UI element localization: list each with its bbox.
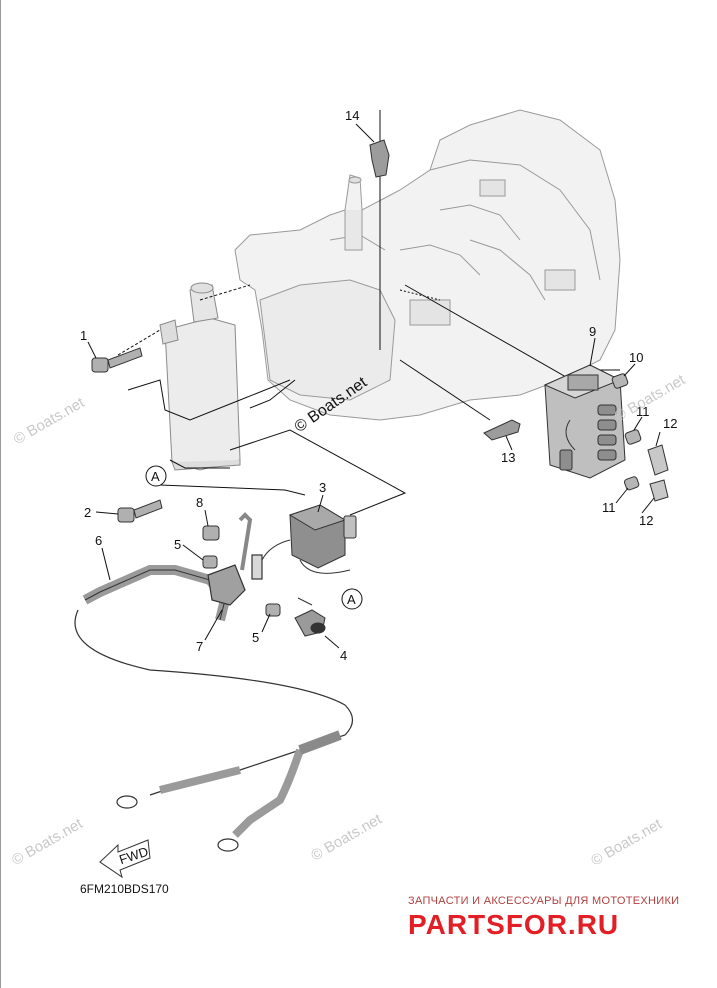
rectifier-regulator xyxy=(543,364,626,479)
fwd-arrow: FWD xyxy=(99,839,151,879)
svg-text:A: A xyxy=(151,469,160,484)
drawing-code: 6FM210BDS170 xyxy=(80,882,169,896)
callout-12a: 12 xyxy=(663,416,677,431)
promo-text: ЗАПЧАСТИ И АКСЕССУАРЫ ДЛЯ МОТОТЕХНИКИ xyxy=(408,895,679,907)
callout-5a: 5 xyxy=(174,537,181,552)
wire-clip-13 xyxy=(483,419,521,441)
svg-text:© Boats.net: © Boats.net xyxy=(9,815,86,869)
callout-leaders xyxy=(87,123,661,649)
callout-13: 13 xyxy=(501,450,515,465)
callout-1: 1 xyxy=(80,328,87,343)
battery-cable xyxy=(74,512,354,852)
callout-2: 2 xyxy=(84,505,91,520)
callout-12b: 12 xyxy=(639,513,653,528)
svg-text:A: A xyxy=(347,592,356,607)
svg-text:© Boats.net: © Boats.net xyxy=(308,810,385,864)
callout-3: 3 xyxy=(319,480,326,495)
callout-5b: 5 xyxy=(252,630,259,645)
callout-8: 8 xyxy=(196,495,203,510)
callout-11b: 11 xyxy=(602,500,616,515)
terminal-14 xyxy=(369,139,390,178)
brand-logo: PARTSFOR.RU xyxy=(408,909,619,940)
svg-text:© Boats.net: © Boats.net xyxy=(588,815,665,869)
fuse-holder xyxy=(294,597,326,637)
callout-11a: 11 xyxy=(636,404,650,419)
starter-relay xyxy=(261,504,357,574)
ref-marker-a-2: A xyxy=(341,588,363,610)
engine-block xyxy=(234,109,621,421)
starter-motor xyxy=(159,282,241,471)
callout-7: 7 xyxy=(196,639,203,654)
bolt-1 xyxy=(91,347,143,373)
bolt-2 xyxy=(117,499,163,523)
svg-text:© Boats.net: © Boats.net xyxy=(11,394,88,448)
callout-9: 9 xyxy=(589,324,596,339)
part-callouts: 1 2 3 4 5 5 6 7 8 9 10 11 11 12 12 13 14 xyxy=(80,108,677,663)
callout-10: 10 xyxy=(629,350,643,365)
callout-6: 6 xyxy=(95,533,102,548)
callout-4: 4 xyxy=(340,648,347,663)
bolts-8-5 xyxy=(202,525,281,617)
ref-marker-a-1: A xyxy=(145,465,167,487)
small-fasteners xyxy=(611,373,669,502)
callout-14: 14 xyxy=(345,108,359,123)
